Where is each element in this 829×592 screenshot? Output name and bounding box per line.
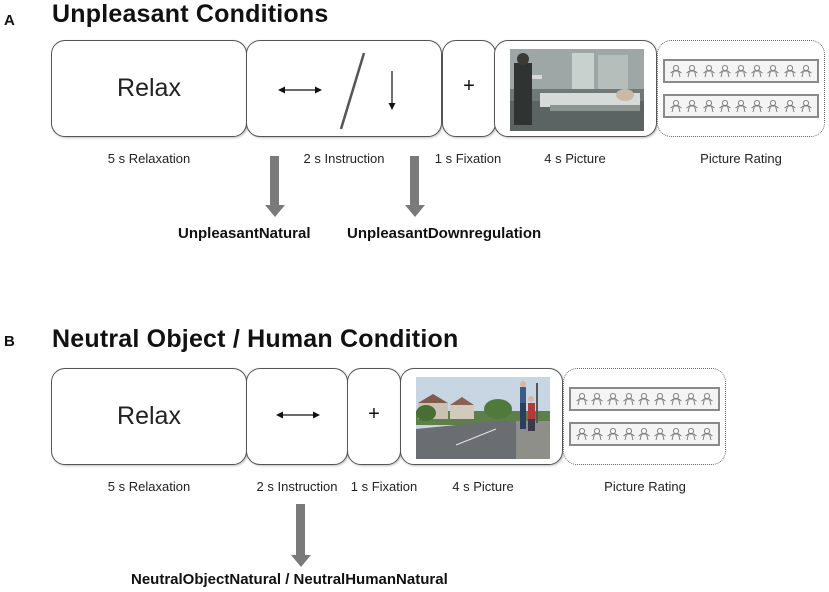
- self-assessment-manikin-icon: [800, 99, 812, 113]
- self-assessment-manikin-icon: [623, 427, 635, 441]
- caption-relaxation-b: 5 s Relaxation: [107, 479, 191, 494]
- self-assessment-manikin-icon: [719, 99, 731, 113]
- panel-b-title: Neutral Object / Human Condition: [52, 325, 459, 353]
- rating-screen-a: [657, 40, 825, 137]
- arousal-scale-a: [663, 94, 819, 118]
- horizontal-arrow-icon: [278, 86, 322, 94]
- fixation-screen-b: +: [347, 368, 401, 465]
- valence-scale-b: [569, 387, 720, 411]
- picture-screen-a: [494, 40, 657, 137]
- panel-a-letter: A: [4, 12, 15, 29]
- self-assessment-manikin-icon: [751, 64, 763, 78]
- self-assessment-manikin-icon: [702, 99, 715, 113]
- self-assessment-manikin-icon: [591, 427, 604, 441]
- caption-fixation-b: 1 s Fixation: [350, 479, 418, 494]
- relax-text-a: Relax: [117, 74, 181, 102]
- self-assessment-manikin-icon: [767, 64, 780, 78]
- street-photo: [416, 377, 550, 459]
- condition-label-neutral: NeutralObjectNatural / NeutralHumanNatur…: [131, 571, 448, 588]
- self-assessment-manikin-icon: [576, 427, 588, 441]
- self-assessment-manikin-icon: [751, 99, 763, 113]
- caption-instruction-a: 2 s Instruction: [303, 151, 385, 166]
- self-assessment-manikin-icon: [686, 64, 699, 78]
- instruction-screen-b: [246, 368, 348, 465]
- self-assessment-manikin-icon: [685, 427, 698, 441]
- self-assessment-manikin-icon: [576, 392, 588, 406]
- self-assessment-manikin-icon: [701, 392, 713, 406]
- arousal-scale-b: [569, 422, 720, 446]
- self-assessment-manikin-icon: [800, 64, 812, 78]
- self-assessment-manikin-icon: [685, 392, 698, 406]
- caption-relaxation-a: 5 s Relaxation: [107, 151, 191, 166]
- fixation-cross-a: +: [463, 75, 475, 97]
- fixation-cross-b: +: [368, 403, 380, 425]
- self-assessment-manikin-icon: [670, 64, 682, 78]
- self-assessment-manikin-icon: [670, 392, 682, 406]
- caption-picture-a: 4 s Picture: [544, 151, 606, 166]
- self-assessment-manikin-icon: [735, 64, 747, 78]
- instruction-symbols-a: [278, 52, 396, 130]
- panel-a-title: Unpleasant Conditions: [52, 0, 329, 28]
- self-assessment-manikin-icon: [654, 392, 666, 406]
- self-assessment-manikin-icon: [702, 64, 715, 78]
- self-assessment-manikin-icon: [670, 99, 682, 113]
- divider-slash: [339, 52, 366, 130]
- condition-label-unpleasant-natural: UnpleasantNatural: [178, 225, 311, 242]
- caption-picture-b: 4 s Picture: [452, 479, 514, 494]
- self-assessment-manikin-icon: [783, 99, 796, 113]
- instruction-screen-a: [246, 40, 442, 137]
- caption-rating-b: Picture Rating: [604, 479, 686, 494]
- caption-fixation-a: 1 s Fixation: [434, 151, 502, 166]
- self-assessment-manikin-icon: [767, 99, 780, 113]
- down-arrow-icon: [388, 71, 396, 110]
- self-assessment-manikin-icon: [638, 392, 651, 406]
- relax-screen-a: Relax: [51, 40, 247, 137]
- self-assessment-manikin-icon: [638, 427, 651, 441]
- self-assessment-manikin-icon: [783, 64, 796, 78]
- self-assessment-manikin-icon: [719, 64, 731, 78]
- self-assessment-manikin-icon: [686, 99, 699, 113]
- relax-text-b: Relax: [117, 402, 181, 430]
- self-assessment-manikin-icon: [607, 392, 619, 406]
- self-assessment-manikin-icon: [591, 392, 604, 406]
- valence-scale-a: [663, 59, 819, 83]
- caption-instruction-b: 2 s Instruction: [256, 479, 338, 494]
- self-assessment-manikin-icon: [735, 99, 747, 113]
- relax-screen-b: Relax: [51, 368, 247, 465]
- self-assessment-manikin-icon: [670, 427, 682, 441]
- fixation-screen-a: +: [442, 40, 496, 137]
- self-assessment-manikin-icon: [654, 427, 666, 441]
- self-assessment-manikin-icon: [701, 427, 713, 441]
- condition-label-unpleasant-downregulation: UnpleasantDownregulation: [347, 225, 542, 242]
- self-assessment-manikin-icon: [623, 392, 635, 406]
- picture-screen-b: [400, 368, 563, 465]
- caption-rating-a: Picture Rating: [700, 151, 782, 166]
- hospital-photo: [510, 49, 644, 131]
- self-assessment-manikin-icon: [607, 427, 619, 441]
- horizontal-arrow-icon: [276, 411, 320, 419]
- panel-b-letter: B: [4, 333, 15, 350]
- rating-screen-b: [563, 368, 726, 465]
